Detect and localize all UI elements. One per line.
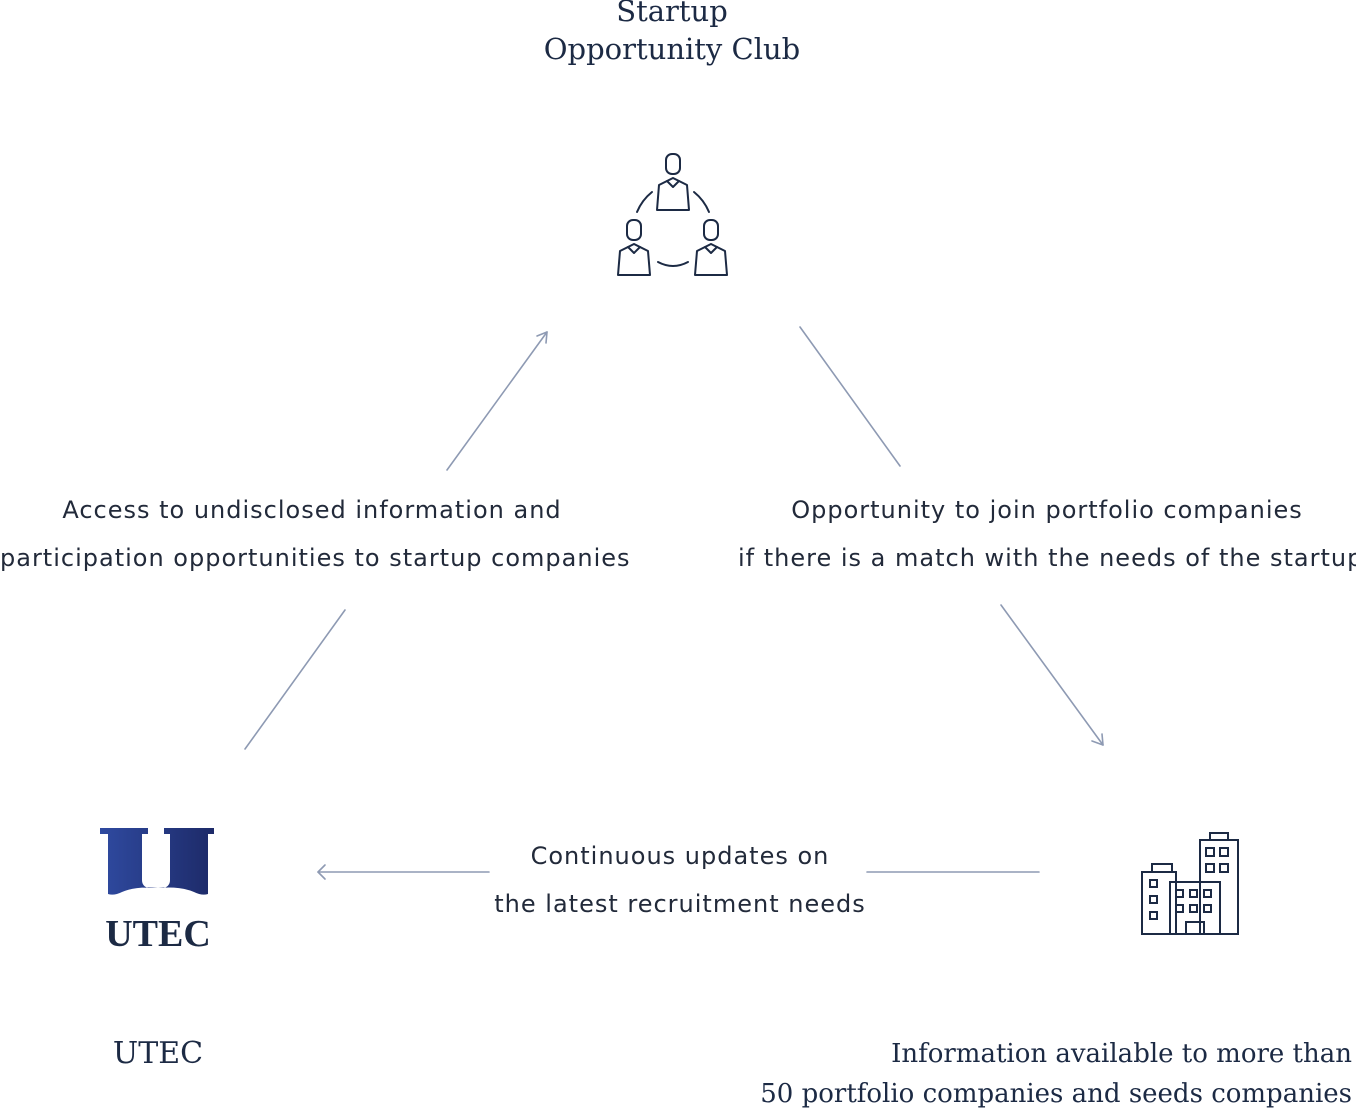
right-edge-label: Opportunity to join portfolio companies …: [738, 486, 1356, 582]
utec-logo-wordmark: UTEC: [105, 913, 211, 952]
startup-opportunity-club-title: Startup Opportunity Club: [472, 0, 872, 68]
left-edge-lower-line: [244, 609, 346, 750]
right-edge-label-line-1: Opportunity to join portfolio companies: [791, 496, 1303, 524]
right-edge-arrowhead: [1091, 733, 1104, 746]
utec-logo-mark: [100, 828, 214, 895]
buildings-icon: [1141, 832, 1239, 935]
portfolio-info-caption-line-1: Information available to more than: [891, 1039, 1352, 1069]
utec-caption: UTEC: [112, 1036, 204, 1071]
left-edge-label-line-2: participation opportunities to startup c…: [0, 544, 631, 572]
bottom-edge-label-line-2: the latest recruitment needs: [494, 890, 866, 918]
portfolio-info-caption: Information available to more than 50 po…: [760, 1034, 1352, 1114]
utec-logo: UTEC: [100, 828, 214, 952]
left-edge-label-line-1: Access to undisclosed information and: [62, 496, 562, 524]
right-edge-lower-line: [1000, 604, 1104, 746]
people-network-icon: [617, 153, 728, 276]
left-edge-upper-line: [446, 331, 548, 471]
title-line-2: Opportunity Club: [543, 32, 801, 66]
bottom-edge-label-line-1: Continuous updates on: [530, 842, 830, 870]
left-edge-arrowhead: [536, 331, 548, 344]
left-edge-label: Access to undisclosed information and pa…: [0, 486, 631, 582]
title-line-1: Startup: [616, 0, 728, 28]
bottom-edge-label: Continuous updates on the latest recruit…: [470, 832, 890, 928]
right-edge-label-line-2: if there is a match with the needs of th…: [738, 544, 1356, 572]
portfolio-info-caption-line-2: 50 portfolio companies and seeds compani…: [760, 1079, 1352, 1109]
right-edge-upper-line: [799, 326, 901, 467]
bottom-edge-arrowhead: [317, 864, 326, 880]
